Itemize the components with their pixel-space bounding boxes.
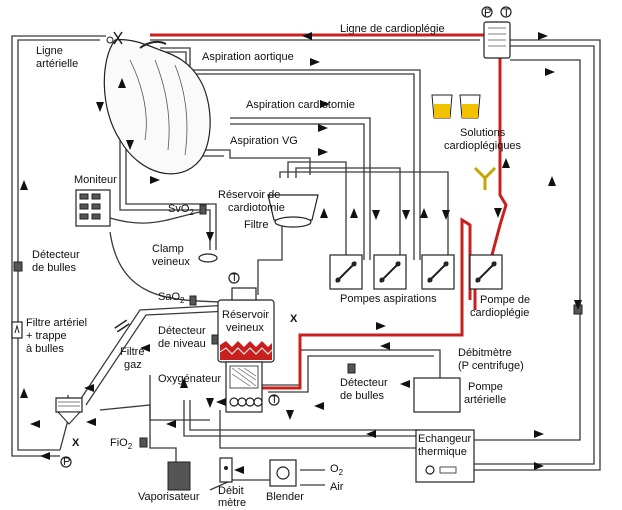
fio2-sensor xyxy=(139,437,148,448)
label-filtre-arteriel-3: à bulles xyxy=(26,343,64,355)
bubble-detector-left xyxy=(13,261,23,272)
label-ligne-cardioplegie: Ligne de cardioplégie xyxy=(340,23,445,35)
label-detecteur-niveau-1: Détecteur xyxy=(158,325,206,337)
label-debitmetre-1: Débitmètre xyxy=(458,347,512,359)
cardioplegia-pump xyxy=(469,254,503,290)
label-aspiration-aortique: Aspiration aortique xyxy=(202,51,294,63)
cardioplegia-heat-exchanger xyxy=(481,6,512,59)
label-o2: O2 xyxy=(330,463,344,477)
monitor-device xyxy=(75,189,111,227)
label-aspiration-cardiotomie: Aspiration cardiotomie xyxy=(246,99,355,111)
label-filtre-gaz-1: Filtre xyxy=(120,346,144,358)
label-fio2: FiO2 xyxy=(110,437,133,451)
label-temp-top: T xyxy=(503,7,510,19)
label-debit-metre-2: mètre xyxy=(218,497,246,509)
label-filtre-gaz-2: gaz xyxy=(124,359,142,371)
label-clamp-x-filter: X xyxy=(72,437,80,449)
label-temp-reservoir: T xyxy=(231,272,238,284)
label-detecteur-bulles-gauche-2: de bulles xyxy=(32,262,77,274)
temp-probe-bottom xyxy=(268,394,280,406)
suction-pumps xyxy=(329,254,455,290)
label-svo2: SvO2 xyxy=(168,203,194,217)
bubble-detector-right xyxy=(347,363,356,374)
venous-reservoir xyxy=(217,287,275,363)
label-filtre: Filtre xyxy=(244,219,268,231)
oxygenator xyxy=(225,361,263,413)
gas-supply xyxy=(167,457,297,491)
label-detecteur-bulles-droite-2: de bulles xyxy=(340,390,385,402)
label-clamp-x-reservoir: X xyxy=(290,313,298,325)
label-debit-metre-1: Débit xyxy=(218,485,244,497)
label-pressure-filter: P xyxy=(63,456,70,468)
cardioplegia-solutions xyxy=(431,94,497,190)
label-solutions-2: cardioplégiques xyxy=(444,140,522,152)
label-detecteur-bulles-gauche-1: Détecteur xyxy=(32,249,80,261)
label-pompe-cardioplegie-2: cardioplégie xyxy=(470,307,529,319)
svo2-sensor xyxy=(199,204,207,215)
arterial-filter xyxy=(11,321,83,425)
label-moniteur: Moniteur xyxy=(74,174,117,186)
label-echangeur-2: thermique xyxy=(418,446,467,458)
label-temp-oxygenator: T xyxy=(271,394,278,406)
label-air: Air xyxy=(330,481,344,493)
label-ligne-arterielle-2: artérielle xyxy=(36,58,78,70)
clamps xyxy=(60,31,280,468)
label-reservoir-cardiotomie-1: Réservoir de xyxy=(218,189,280,201)
label-detecteur-niveau-2: de niveau xyxy=(158,338,206,350)
temp-probe-top xyxy=(228,272,240,284)
label-echangeur-1: Echangeur xyxy=(418,433,472,445)
label-pompe-cardioplegie-1: Pompe de xyxy=(480,294,530,306)
venous-clamp xyxy=(198,253,218,263)
sao2-sensor xyxy=(189,295,197,306)
pressure-probe xyxy=(60,456,72,468)
label-aspiration-vg: Aspiration VG xyxy=(230,135,298,147)
label-reservoir-cardiotomie-2: cardiotomie xyxy=(228,202,285,214)
label-reservoir-veineux-2: veineux xyxy=(226,322,264,334)
label-clamp-veineux-1: Clamp xyxy=(152,243,184,255)
text-labels: Ligne artérielle Ligne de cardioplégie A… xyxy=(26,7,530,509)
heat-exchanger xyxy=(415,429,475,483)
flow-arrows xyxy=(20,32,582,474)
label-pompes-aspirations: Pompes aspirations xyxy=(340,293,437,305)
label-blender: Blender xyxy=(266,491,304,503)
label-vaporisateur: Vaporisateur xyxy=(138,491,200,503)
cardiotomy-reservoir xyxy=(267,194,319,228)
label-solutions-1: Solutions xyxy=(460,127,506,139)
label-pompe-arterielle-1: Pompe xyxy=(468,381,503,393)
label-pressure-top: P xyxy=(484,7,491,19)
label-debitmetre-2: (P centrifuge) xyxy=(458,360,524,372)
label-clamp-veineux-2: veineux xyxy=(152,256,190,268)
label-reservoir-veineux-1: Réservoir xyxy=(222,309,269,321)
label-pompe-arterielle-2: artérielle xyxy=(464,394,506,406)
label-filtre-arteriel-1: Filtre artériel xyxy=(26,317,87,329)
label-filtre-arteriel-2: + trappe xyxy=(26,330,67,342)
arterial-pump xyxy=(413,377,461,413)
gas-filter xyxy=(114,319,130,333)
label-sao2: SaO2 xyxy=(158,291,185,305)
label-ligne-arterielle-1: Ligne xyxy=(36,45,63,57)
label-detecteur-bulles-droite-1: Détecteur xyxy=(340,377,388,389)
label-oxygenateur: Oxygénateur xyxy=(158,373,221,385)
